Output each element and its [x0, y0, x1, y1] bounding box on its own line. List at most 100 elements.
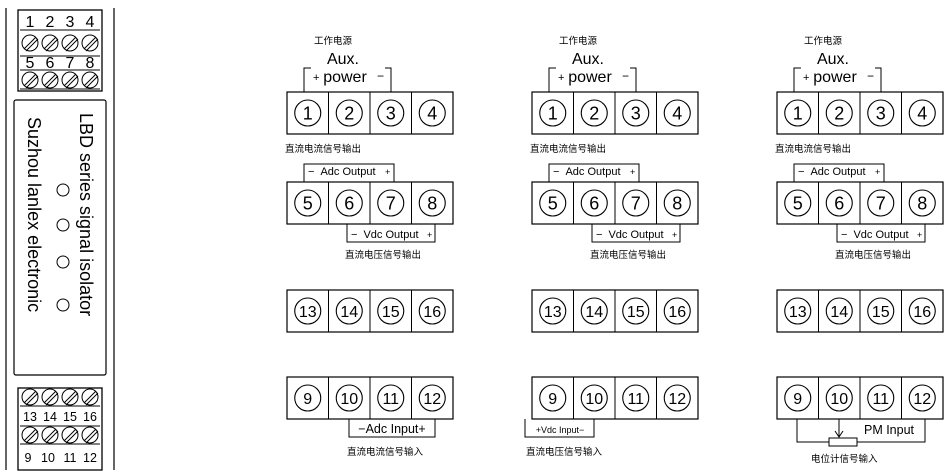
terminal-number: 1 [26, 14, 35, 31]
terminal-number: 3 [386, 104, 396, 124]
terminal-circle [908, 384, 936, 412]
terminal-number: 13 [299, 304, 317, 321]
terminal-number: 2 [46, 14, 55, 31]
terminal-number: 10 [585, 391, 603, 408]
power-plus: + [803, 72, 809, 84]
potentiometer-resistor-icon [828, 437, 858, 447]
input-bracket [348, 419, 436, 438]
terminal-number: 9 [25, 451, 32, 465]
terminal-circle [867, 297, 895, 325]
terminal-circle [622, 384, 650, 412]
power-bracket-left [793, 67, 801, 92]
terminal-number: 9 [303, 391, 312, 408]
vdc-output-minus: − [596, 229, 602, 241]
terminal-number: 8 [917, 194, 927, 214]
vdc-output-label-cn: 直流电压信号输出 [835, 249, 911, 261]
power-label-cn: 工作电源 [314, 35, 353, 47]
adc-output-bracket [548, 163, 640, 182]
terminal-circle [539, 99, 567, 127]
power-word-label: power [323, 69, 367, 86]
screw-row [21, 426, 99, 444]
terminal-circle [294, 189, 322, 217]
terminal-number: 9 [548, 391, 557, 408]
terminal-circle [825, 297, 853, 325]
terminal-number: 7 [386, 194, 396, 214]
terminal-circle [908, 99, 936, 127]
power-bracket-right [875, 67, 882, 92]
vdc-output-bracket [346, 224, 436, 243]
terminal-number: 3 [66, 14, 75, 31]
terminal-number: 2 [344, 104, 354, 124]
terminal-number: 16 [668, 304, 686, 321]
terminal-number: 13 [23, 410, 37, 424]
led-indicator [56, 255, 70, 269]
terminal-circle [825, 384, 853, 412]
terminal-number: 1 [793, 104, 803, 124]
terminal-circle [908, 297, 936, 325]
vdc-output-label: Vdc Output [853, 229, 908, 241]
terminal-number: 7 [66, 55, 75, 72]
screw-row [21, 388, 99, 406]
vdc-output-label-cn: 直流电压信号输出 [345, 249, 421, 261]
terminal-number: 6 [344, 194, 354, 214]
terminal-circle [335, 384, 363, 412]
adc-output-minus: − [798, 166, 804, 178]
power-minus: − [867, 69, 874, 83]
terminal-number: 8 [86, 55, 95, 72]
terminal-number: 4 [672, 104, 682, 124]
power-bracket-left [548, 67, 556, 92]
led-indicator [56, 183, 70, 197]
terminal-circle [622, 189, 650, 217]
screw-row [21, 71, 99, 89]
terminal-circle [825, 189, 853, 217]
terminal-circle [867, 99, 895, 127]
terminal-number: 11 [627, 391, 644, 408]
terminal-circle [335, 99, 363, 127]
terminal-circle [418, 99, 446, 127]
terminal-circle [377, 384, 405, 412]
vdc-output-label: Vdc Output [363, 229, 418, 241]
input-label: +Vdc Input− [536, 425, 585, 435]
terminal-row: 1 2 3 4 [286, 91, 454, 135]
vdc-output-label: Vdc Output [608, 229, 663, 241]
terminal-number: 10 [830, 391, 848, 408]
terminal-number: 4 [86, 14, 95, 31]
terminal-circle [335, 189, 363, 217]
terminal-number: 6 [46, 55, 55, 72]
terminal-number: 6 [589, 194, 599, 214]
terminal-number: 16 [913, 304, 931, 321]
terminal-circle [784, 99, 812, 127]
terminal-circle [539, 384, 567, 412]
adc-output-label: Adc Output [810, 166, 865, 178]
terminal-number: 4 [427, 104, 437, 124]
terminal-circle [294, 99, 322, 127]
terminal-number: 14 [830, 304, 848, 321]
terminal-circle [663, 384, 691, 412]
terminal-number: 1 [303, 104, 313, 124]
terminal-number: 14 [43, 410, 57, 424]
terminal-number: 11 [64, 451, 77, 465]
terminal-number: 10 [41, 451, 55, 465]
terminal-circle [867, 384, 895, 412]
input-label: −Adc Input+ [358, 422, 425, 436]
adc-output-label-cn: 直流电流信号输出 [285, 143, 361, 155]
terminal-circle [539, 189, 567, 217]
power-plus: + [558, 72, 564, 84]
terminal-circle [580, 384, 608, 412]
terminal-number: 1 [548, 104, 558, 124]
adc-output-plus: + [875, 167, 880, 177]
vdc-output-minus: − [351, 229, 357, 241]
terminal-number: 2 [834, 104, 844, 124]
device-panel [5, 8, 115, 471]
input-label-cn: 电位计信号输入 [811, 453, 878, 465]
led-indicator [56, 218, 70, 232]
terminal-number: 12 [913, 391, 931, 408]
